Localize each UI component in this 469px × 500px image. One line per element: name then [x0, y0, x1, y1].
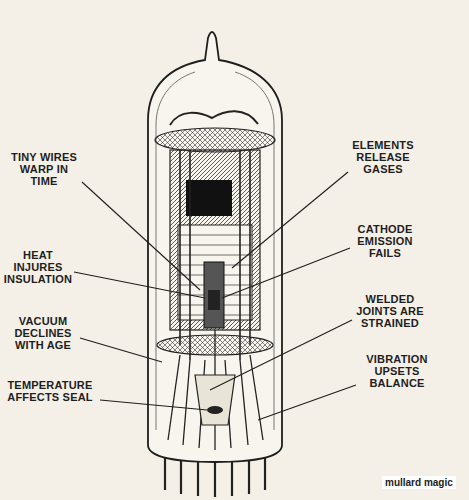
callout-label: TINY WIRES WARP IN TIME — [6, 152, 82, 188]
leader-lines — [74, 172, 356, 420]
callout-label: VIBRATION UPSETS BALANCE — [360, 354, 434, 390]
callout-label: VACUUM DECLINES WITH AGE — [6, 316, 80, 352]
anode-plate — [170, 150, 260, 330]
callout-label: WELDED JOINTS ARE STRAINED — [356, 294, 424, 330]
callout-label: CATHODE EMISSION FAILS — [352, 224, 418, 260]
seal — [207, 406, 223, 414]
watermark: mullard magic — [382, 476, 456, 489]
stem-leads — [168, 330, 263, 450]
support-rods — [180, 150, 250, 360]
glass-envelope — [148, 32, 282, 462]
callout-label: TEMPERATURE AFFECTS SEAL — [2, 380, 98, 404]
callout-label: ELEMENTS RELEASE GASES — [350, 140, 416, 176]
getter — [170, 111, 258, 125]
glass-stem — [195, 375, 235, 425]
cathode-coating — [208, 290, 220, 310]
anode-window — [186, 180, 232, 216]
callout-label: HEAT INJURES INSULATION — [2, 250, 74, 286]
cathode — [204, 262, 224, 328]
top-mica — [155, 128, 275, 152]
